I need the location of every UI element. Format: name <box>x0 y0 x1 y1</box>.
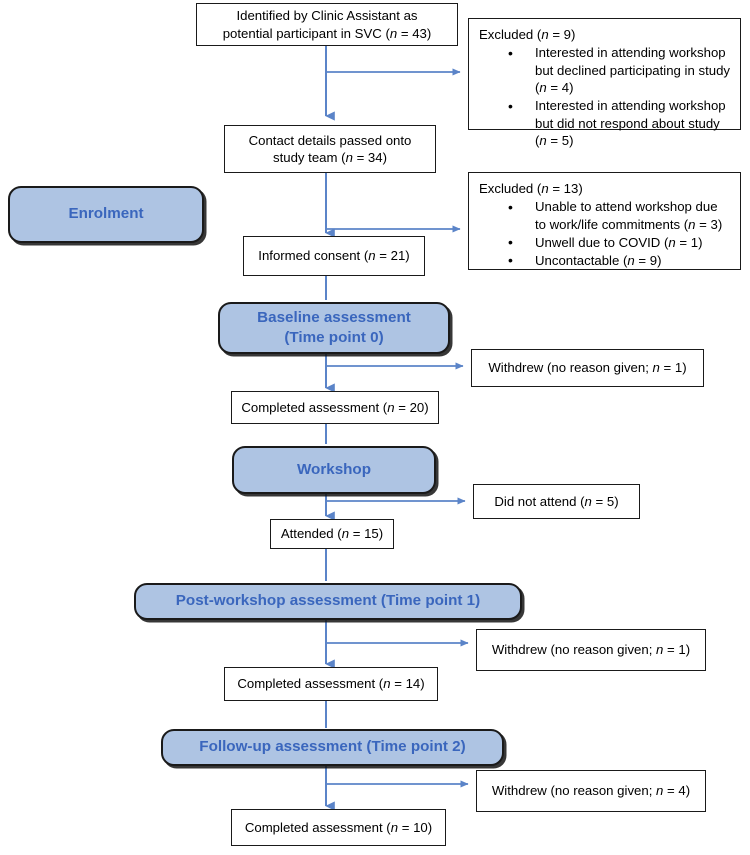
withdrawal-box-did-not-attend: Did not attend (n = 5) <box>473 484 640 519</box>
withdrawal-post-workshop-label: Withdrew (no reason given; n = 1) <box>491 642 691 658</box>
node-attended-label: Attended (n = 15) <box>280 526 384 542</box>
exclusion-first-list: Interested in attending workshop but dec… <box>478 44 732 149</box>
exclusion-box-first: Excluded (n = 9) Interested in attending… <box>468 18 741 148</box>
node-informed-consent: Informed consent (n = 21) <box>243 236 425 276</box>
withdrawal-follow-up-label: Withdrew (no reason given; n = 4) <box>491 783 691 799</box>
phase-workshop-label: Workshop <box>297 460 371 478</box>
node-attended: Attended (n = 15) <box>270 519 394 549</box>
node-informed-consent-label: Informed consent (n = 21) <box>258 248 410 264</box>
phase-baseline-assessment-label: Baseline assessment(Time point 0) <box>257 308 411 346</box>
phase-post-workshop-assessment: Post-workshop assessment (Time point 1) <box>134 583 522 620</box>
exclusion-second-heading: Excluded (n = 13) <box>479 181 583 196</box>
phase-follow-up-assessment: Follow-up assessment (Time point 2) <box>161 729 504 766</box>
list-item: Interested in attending workshop but dec… <box>478 44 732 96</box>
withdrawal-did-not-attend-label: Did not attend (n = 5) <box>494 493 619 509</box>
exclusion-first-heading: Excluded (n = 9) <box>479 27 576 42</box>
list-item: Interested in attending workshop but did… <box>478 97 732 149</box>
exclusion-box-second: Excluded (n = 13) Unable to attend works… <box>468 172 741 270</box>
phase-enrolment: Enrolment <box>8 186 204 243</box>
node-completed-post-workshop-label: Completed assessment (n = 14) <box>237 676 425 692</box>
exclusion-second-list: Unable to attend workshop due to work/li… <box>478 198 732 270</box>
withdrawal-box-follow-up: Withdrew (no reason given; n = 4) <box>476 770 706 812</box>
phase-baseline-assessment: Baseline assessment(Time point 0) <box>218 302 450 354</box>
list-item: Unwell due to COVID (n = 1) <box>478 233 732 252</box>
phase-follow-up-assessment-label: Follow-up assessment (Time point 2) <box>199 738 466 756</box>
phase-enrolment-label: Enrolment <box>68 205 144 223</box>
withdrawal-box-post-workshop: Withdrew (no reason given; n = 1) <box>476 629 706 671</box>
list-item: Uncontactable (n = 9) <box>478 251 732 270</box>
node-completed-baseline: Completed assessment (n = 20) <box>231 391 439 424</box>
phase-workshop: Workshop <box>232 446 436 494</box>
node-completed-follow-up-label: Completed assessment (n = 10) <box>244 819 433 835</box>
withdrawal-box-baseline: Withdrew (no reason given; n = 1) <box>471 349 704 387</box>
node-completed-follow-up: Completed assessment (n = 10) <box>231 809 446 846</box>
node-completed-baseline-label: Completed assessment (n = 20) <box>241 399 429 415</box>
node-completed-post-workshop: Completed assessment (n = 14) <box>224 667 438 701</box>
withdrawal-baseline-label: Withdrew (no reason given; n = 1) <box>488 360 687 376</box>
list-item: Unable to attend workshop due to work/li… <box>478 198 732 233</box>
phase-post-workshop-assessment-label: Post-workshop assessment (Time point 1) <box>175 592 481 610</box>
